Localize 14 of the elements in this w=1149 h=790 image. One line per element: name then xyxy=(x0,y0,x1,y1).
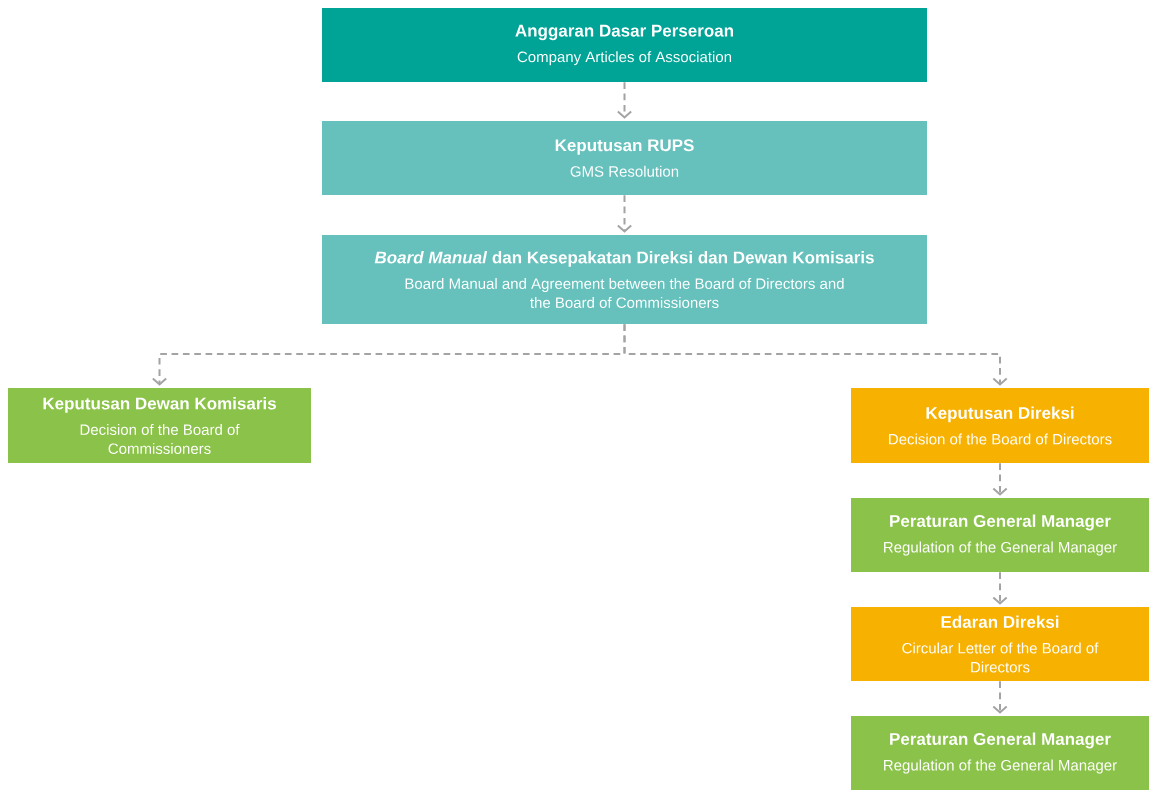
process-box: Keputusan Dewan Komisaris Decision of the Board of Commissioners xyxy=(8,388,311,463)
process-box: Board Manual dan Kesepakatan Direksi dan Dewan Komisaris Board Manual and Agreement between the Board of Directors and the Board of Commissioners xyxy=(322,235,927,324)
process-box: Peraturan General Manager Regulation of the General Manager xyxy=(851,716,1149,790)
arrow xyxy=(616,81,633,119)
arrow xyxy=(616,194,633,233)
process-box: Keputusan Direksi Decision of the Board of Directors xyxy=(851,388,1149,463)
arrow xyxy=(623,323,1008,386)
process-box: Anggaran Dasar Perseroan Company Articles of Association xyxy=(322,8,927,82)
arrow xyxy=(992,680,1008,714)
process-box: Edaran Direksi Circular Letter of the Board of Directors xyxy=(851,607,1149,681)
arrow xyxy=(992,462,1008,496)
process-box: Peraturan General Manager Regulation of the General Manager xyxy=(851,498,1149,572)
arrow xyxy=(992,571,1008,605)
process-box: Keputusan RUPS GMS Resolution xyxy=(322,121,927,195)
